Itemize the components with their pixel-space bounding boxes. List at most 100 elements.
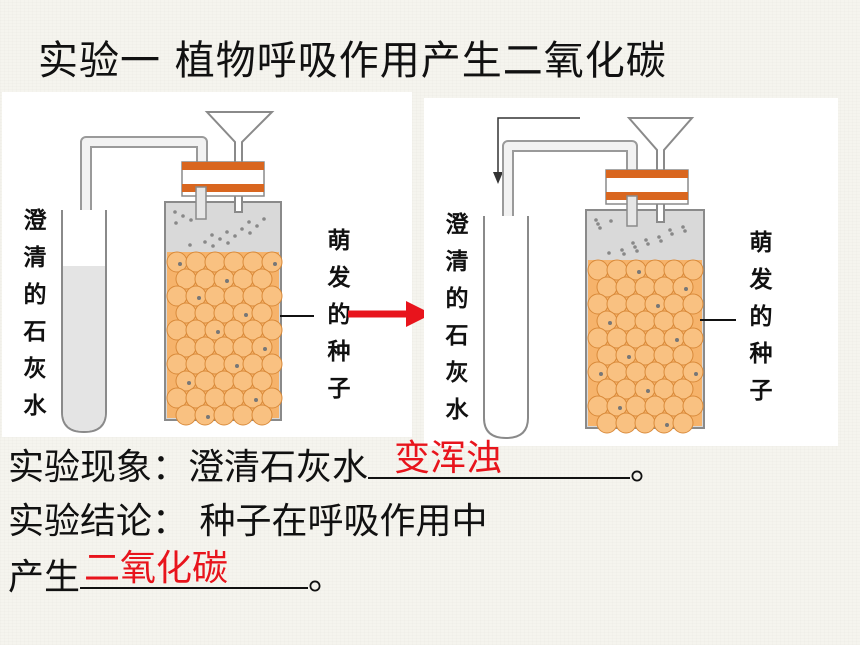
- seed-dot: [675, 338, 679, 342]
- seed-dot: [244, 313, 248, 317]
- air-dot: [607, 251, 611, 255]
- air-dot: [594, 218, 598, 222]
- seed: [596, 412, 618, 434]
- air-dot: [188, 243, 192, 247]
- seed-dot: [254, 398, 258, 402]
- seed-dot: [197, 296, 201, 300]
- conclusion-line-1: 实验结论： 种子在呼吸作用中: [8, 501, 488, 542]
- air-dot: [174, 221, 178, 225]
- phenomenon-suffix: 。: [630, 447, 667, 488]
- air-dot: [233, 234, 237, 238]
- slide-title: 实验一 植物呼吸作用产生二氧化碳: [38, 38, 667, 84]
- phenomenon-prefix: 实验现象：澄清石灰水: [8, 447, 369, 488]
- air-dot: [670, 232, 674, 236]
- seed: [672, 344, 694, 366]
- air-dot: [596, 222, 600, 226]
- seed: [682, 395, 704, 417]
- air-dot: [240, 227, 244, 231]
- seed: [672, 310, 694, 332]
- air-dot: [631, 241, 635, 245]
- test-tube: [483, 216, 529, 440]
- seed: [653, 412, 675, 434]
- seed: [213, 404, 235, 426]
- air-dot: [657, 235, 661, 239]
- seeds: [166, 251, 283, 426]
- left-apparatus-diagram: [61, 111, 314, 434]
- seed-dot: [206, 415, 210, 419]
- limewater: [63, 266, 105, 431]
- seed-dot: [637, 270, 641, 274]
- seed: [232, 404, 254, 426]
- seed-dot: [665, 423, 669, 427]
- air-dot: [255, 224, 259, 228]
- air-dot: [635, 249, 639, 253]
- air-dot: [683, 229, 687, 233]
- seed: [261, 285, 283, 307]
- seed-dot: [646, 389, 650, 393]
- air-dot: [681, 225, 685, 229]
- seed: [261, 353, 283, 375]
- seed: [261, 387, 283, 409]
- air-dot: [203, 240, 207, 244]
- seed: [672, 378, 694, 400]
- seed-dot: [656, 304, 660, 308]
- right-seeds-label: 萌发的种子: [749, 229, 773, 404]
- red-arrow: [348, 301, 432, 327]
- seed: [672, 276, 694, 298]
- seed-dot: [235, 364, 239, 368]
- seed: [261, 319, 283, 341]
- air-dot: [646, 242, 650, 246]
- air-dot: [659, 239, 663, 243]
- air-dot: [210, 233, 214, 237]
- air-dot: [226, 241, 230, 245]
- seed: [615, 412, 637, 434]
- phenomenon-answer: 变浑浊: [394, 438, 503, 479]
- seed: [251, 404, 273, 426]
- air-dot: [211, 244, 215, 248]
- air-dot: [173, 210, 177, 214]
- seed-dot: [216, 330, 220, 334]
- seed-dot: [608, 321, 612, 325]
- seed-dot: [618, 406, 622, 410]
- seed-dot: [273, 262, 277, 266]
- left-seeds-label: 萌发的种子: [327, 227, 351, 402]
- right-limewater-label: 澄清的石灰水: [445, 211, 469, 423]
- seed: [251, 302, 273, 324]
- seed: [251, 336, 273, 358]
- air-dot: [668, 228, 672, 232]
- air-dot: [620, 248, 624, 252]
- conclusion-line-2: 产生二氧化碳。: [8, 548, 344, 600]
- air-dot: [644, 238, 648, 242]
- air-dot: [598, 226, 602, 230]
- air-dot: [189, 218, 193, 222]
- seed: [682, 327, 704, 349]
- seed: [634, 412, 656, 434]
- air-dot: [622, 252, 626, 256]
- seed-dot: [263, 347, 267, 351]
- phenomenon-blank: 变浑浊: [368, 438, 631, 479]
- air-dot: [247, 220, 251, 224]
- seed-dot: [178, 262, 182, 266]
- seed-dot: [684, 287, 688, 291]
- air-dot: [181, 214, 185, 218]
- left-limewater-label: 澄清的石灰水: [23, 207, 47, 419]
- conclusion-blank: 二氧化碳: [80, 548, 309, 589]
- right-apparatus-diagram: [483, 117, 736, 440]
- air-dot: [262, 217, 266, 221]
- seed-dot: [627, 355, 631, 359]
- phenomenon-line: 实验现象：澄清石灰水变浑浊 。: [8, 438, 666, 490]
- air-dot: [218, 237, 222, 241]
- seed: [682, 259, 704, 281]
- seed: [682, 361, 704, 383]
- seed: [251, 370, 273, 392]
- seed: [682, 293, 704, 315]
- conclusion-suffix: 。: [308, 557, 345, 598]
- seed: [261, 251, 283, 273]
- air-dot: [248, 231, 252, 235]
- seeds: [587, 259, 704, 434]
- seed: [672, 412, 694, 434]
- seed: [175, 404, 197, 426]
- air-dot: [609, 219, 613, 223]
- seed-dot: [225, 279, 229, 283]
- right-apparatus-panel: 澄清的石灰水 萌发的种子: [424, 98, 838, 446]
